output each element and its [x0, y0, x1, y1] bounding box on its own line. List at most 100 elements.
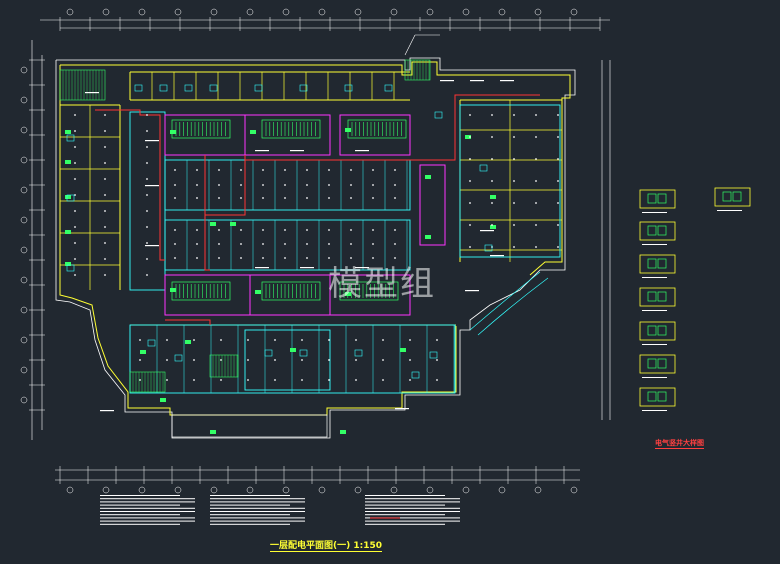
bottom-dimension-ticks — [59, 466, 565, 484]
light-fixture — [166, 379, 168, 381]
note-line — [365, 520, 460, 522]
light-fixture — [394, 197, 396, 199]
shaft-panel — [647, 358, 657, 369]
shaft-outline — [639, 354, 676, 374]
junction-boxes — [66, 84, 493, 379]
shaft-panel — [657, 391, 667, 402]
light-fixture — [328, 184, 330, 186]
axis-bubble — [20, 246, 28, 254]
axis-bubble — [570, 486, 578, 494]
light-fixture — [193, 379, 195, 381]
detail-caption-stroke — [642, 277, 667, 278]
shaft-panel — [657, 291, 667, 302]
light-fixture — [409, 379, 411, 381]
note-line — [365, 501, 460, 503]
drawing-title: 一层配电平面图(一) 1:150 — [270, 538, 383, 552]
light-fixture — [469, 246, 471, 248]
light-fixture — [104, 146, 106, 148]
light-fixture — [409, 339, 411, 341]
shop-partitions — [129, 104, 561, 394]
detail-caption-stroke — [642, 410, 667, 411]
axis-bubble — [246, 8, 254, 16]
light-fixture — [328, 169, 330, 171]
label-text-stroke — [290, 150, 304, 152]
shaft-detail — [639, 321, 676, 345]
light-fixture — [328, 229, 330, 231]
axis-bubble — [138, 486, 146, 494]
top-row-rooms — [129, 72, 395, 100]
light-fixture — [328, 243, 330, 245]
light-fixture — [274, 339, 276, 341]
axis-bubble — [534, 8, 542, 16]
light-fixture — [74, 146, 76, 148]
light-fixture — [372, 184, 374, 186]
shaft-detail — [639, 254, 676, 278]
escalators — [171, 119, 407, 301]
shaft-detail — [714, 187, 751, 211]
shaft-panel — [647, 325, 657, 336]
light-fixture — [350, 184, 352, 186]
note-line — [210, 498, 305, 500]
light-fixture — [146, 114, 148, 116]
shaft-detail — [639, 221, 676, 245]
light-fixture — [146, 274, 148, 276]
light-fixture — [74, 258, 76, 260]
left-dimension-ticks — [29, 59, 45, 411]
panel-symbol — [65, 130, 71, 134]
light-fixture — [247, 359, 249, 361]
panel-symbol — [340, 430, 346, 434]
light-fixture — [166, 359, 168, 361]
shop-cells — [129, 160, 455, 393]
light-fixture — [262, 169, 264, 171]
light-fixture — [262, 197, 264, 199]
junction-box — [411, 371, 420, 379]
label-text-stroke — [300, 267, 314, 269]
junction-box — [66, 264, 75, 272]
axis-bubble — [20, 396, 28, 404]
light-fixture — [557, 180, 559, 182]
panel-symbol — [65, 262, 71, 266]
panel-symbol — [290, 348, 296, 352]
light-fixture — [174, 197, 176, 199]
label-text-stroke — [145, 140, 159, 142]
light-fixture — [394, 243, 396, 245]
light-fixture — [535, 158, 537, 160]
axis-bubble — [282, 8, 290, 16]
light-fixture — [557, 224, 559, 226]
note-line — [100, 514, 180, 516]
axis-bubble — [20, 276, 28, 284]
panel-symbol — [170, 288, 176, 292]
detail-caption-stroke — [642, 310, 667, 311]
light-fixture — [382, 379, 384, 381]
light-fixture — [139, 359, 141, 361]
light-fixture — [394, 229, 396, 231]
note-line — [100, 517, 195, 519]
shaft-panel — [657, 358, 667, 369]
axis-bubble — [426, 486, 434, 494]
light-fixture — [146, 194, 148, 196]
light-fixture — [104, 194, 106, 196]
escalator — [261, 119, 321, 139]
axis-bubble — [210, 8, 218, 16]
axis-bubble — [20, 216, 28, 224]
light-fixture — [196, 257, 198, 259]
panel-symbol — [425, 235, 431, 239]
label-text-stroke — [85, 92, 99, 94]
light-fixture — [355, 379, 357, 381]
light-fixture — [274, 359, 276, 361]
shaft-outline — [639, 387, 676, 407]
light-fixture — [74, 178, 76, 180]
light-fixture — [355, 339, 357, 341]
axis-bubble — [102, 8, 110, 16]
shaft-panel — [647, 225, 657, 236]
light-fixture — [74, 274, 76, 276]
panel-symbol — [140, 350, 146, 354]
light-fixture — [139, 339, 141, 341]
light-fixture — [146, 146, 148, 148]
light-fixture — [104, 242, 106, 244]
light-fixture — [240, 243, 242, 245]
label-text-stroke — [500, 80, 514, 82]
light-fixture — [104, 258, 106, 260]
light-fixture — [218, 229, 220, 231]
light-fixture — [240, 257, 242, 259]
